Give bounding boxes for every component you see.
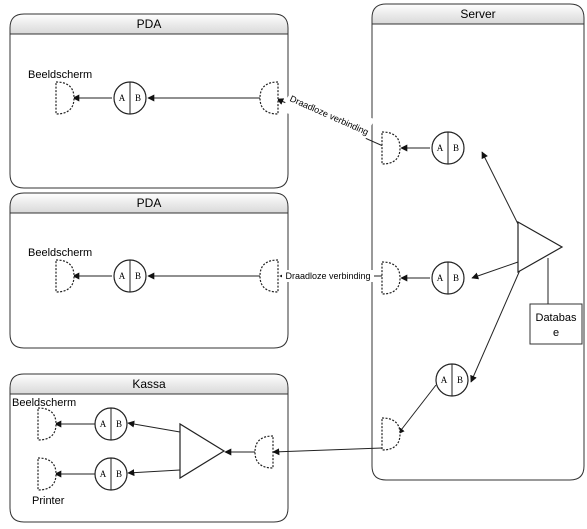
- pda-2-title: PDA: [137, 196, 162, 210]
- ab-symbol: A B: [94, 457, 128, 491]
- kassa-distributor-triangle: [179, 422, 226, 480]
- svg-text:B: B: [457, 375, 463, 385]
- edge-label-bg-1: [281, 83, 375, 147]
- kassa-screen-icon: [37, 407, 57, 441]
- arrow-amp-to-ab1: [481, 151, 519, 225]
- ab-symbol: A B: [431, 131, 465, 165]
- wireless-label-2: Draadloze verbinding: [285, 271, 370, 281]
- pda1-screen-label: Beeldscherm: [28, 69, 92, 81]
- server-box: Server: [371, 3, 585, 481]
- ab-symbol: A B: [113, 81, 147, 115]
- arrow-ab3-to-sender3: [397, 384, 437, 435]
- svg-text:B: B: [453, 273, 459, 283]
- svg-text:A: A: [119, 93, 126, 103]
- arrow-amp-to-ab-2: [127, 469, 181, 477]
- arrow-amp-to-ab3: [470, 269, 521, 383]
- server-distributor-triangle: [517, 220, 564, 274]
- pda1-screen-icon: [55, 81, 75, 115]
- pda-1-title: PDA: [137, 17, 162, 31]
- svg-text:A: A: [100, 419, 107, 429]
- printer-icon: [37, 457, 57, 491]
- pda2-screen-label: Beeldscherm: [28, 247, 92, 259]
- svg-text:A: A: [100, 469, 107, 479]
- svg-text:A: A: [437, 143, 444, 153]
- kassa-screen-label: Beeldscherm: [12, 397, 76, 409]
- ab-symbol: A B: [94, 407, 128, 441]
- pda2-screen-icon: [55, 259, 75, 293]
- server-sender-2-icon: [381, 261, 401, 295]
- svg-text:B: B: [116, 469, 122, 479]
- arrow-amp-to-ab2: [471, 261, 519, 280]
- svg-text:B: B: [453, 143, 459, 153]
- database-box: Databas e: [529, 303, 583, 345]
- arrow-server-to-kassa: [272, 447, 384, 456]
- kassa-box: Kassa: [9, 373, 289, 523]
- printer-label: Printer: [32, 495, 65, 507]
- kassa-title: Kassa: [132, 377, 166, 391]
- svg-text:B: B: [135, 271, 141, 281]
- pda-box-1: PDA: [9, 13, 289, 189]
- svg-text:A: A: [119, 271, 126, 281]
- server-title: Server: [460, 7, 495, 21]
- database-label-2: e: [553, 327, 559, 339]
- ab-symbol: A B: [431, 261, 465, 295]
- arrow-amp-to-ab-1: [127, 420, 181, 433]
- server-sender-1-icon: [381, 131, 401, 165]
- ab-symbol: A B: [435, 363, 469, 397]
- svg-text:A: A: [441, 375, 448, 385]
- pda2-receiver-icon: [259, 259, 279, 293]
- edge-label-bg-2: [282, 270, 374, 282]
- ab-symbol: A B: [113, 259, 147, 293]
- svg-text:B: B: [135, 93, 141, 103]
- database-label-1: Databas: [536, 312, 577, 324]
- svg-text:A: A: [437, 273, 444, 283]
- server-sender-3-icon: [381, 417, 401, 451]
- pda-box-2: PDA: [9, 192, 289, 349]
- svg-text:B: B: [116, 419, 122, 429]
- pda1-receiver-icon: [259, 81, 279, 115]
- kassa-receiver-icon: [254, 435, 274, 469]
